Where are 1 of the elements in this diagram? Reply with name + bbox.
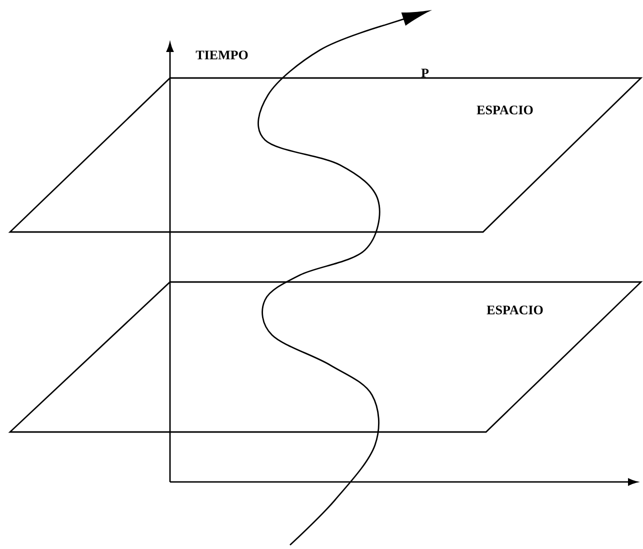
axis-label: TIEMPO — [196, 50, 248, 60]
